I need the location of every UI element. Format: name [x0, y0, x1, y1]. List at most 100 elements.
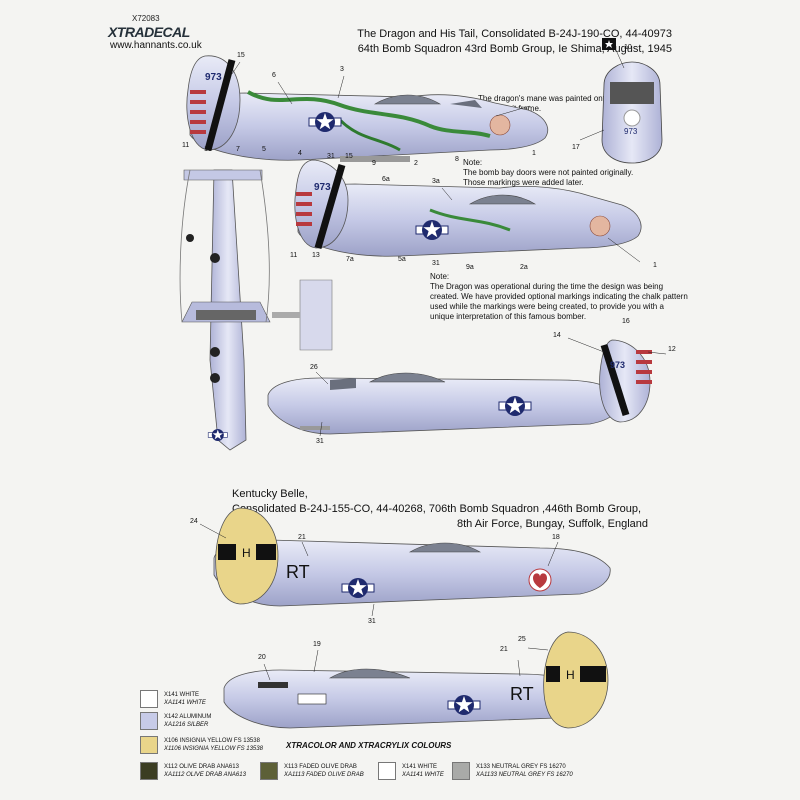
dragon-side-view: 973	[186, 55, 549, 162]
bomb-bay-note-text: The bomb bay doors were not painted orig…	[463, 168, 634, 187]
bomb-bay-note: Note: The bomb bay doors were not painte…	[463, 158, 653, 188]
callout-a1-7: 15	[345, 153, 353, 160]
callout-a1-11: 1	[532, 150, 536, 157]
legend-swatch	[140, 736, 158, 754]
dragon-title-line2: 64th Bomb Squadron 43rd Bomb Group, Ie S…	[357, 43, 672, 55]
legend-code: X106 INSIGNIA YELLOW FS 13538	[164, 738, 260, 744]
callout-a1-0: 15	[237, 52, 245, 59]
callout-front-0: 10	[624, 44, 632, 51]
nose-art-name	[297, 693, 327, 705]
legend-title: XTRACOLOR AND XTRACRYLIX COLOURS	[286, 741, 452, 750]
tail-number-3: 973	[610, 360, 625, 370]
legend-item-white-2: X141 WHITE XA1141 WHITE	[378, 762, 444, 780]
kentucky-side-view-1: H RT	[213, 507, 611, 607]
legend-code: X142 ALUMINUM	[164, 714, 212, 720]
kentucky-title-line1: Kentucky Belle,	[232, 488, 308, 500]
callout-lines	[199, 49, 667, 681]
product-code: X72083	[132, 14, 160, 23]
callout-a3-3: 26	[310, 364, 318, 371]
callout-k1-3: 31	[368, 618, 376, 625]
callout-a1-2: 3	[340, 66, 344, 73]
legend-swatch	[452, 762, 470, 780]
legend-code-alt: XA1112 OLIVE DRAB ANA613	[164, 772, 246, 778]
chalk-note-text: The Dragon was operational during the ti…	[430, 282, 688, 321]
callout-a1-4: 4	[298, 150, 302, 157]
tail-number-2: 973	[314, 182, 331, 193]
top-view	[179, 169, 333, 451]
callout-k2-0: 19	[313, 641, 321, 648]
callout-k1-2: 18	[552, 534, 560, 541]
callout-a3-1: 16	[622, 318, 630, 325]
top-view-tailplane	[299, 279, 333, 351]
callout-k2-3: 25	[518, 636, 526, 643]
dragon-title: The Dragon and His Tail, Consolidated B-…	[232, 27, 672, 57]
chalk-note-label: Note:	[430, 272, 450, 281]
legend-code-alt: XA1133 NEUTRAL GREY FS 16270	[476, 772, 573, 778]
callout-a3-2: 12	[668, 346, 676, 353]
fuselage-code-1: RT	[286, 562, 310, 582]
callout-a1-8: 9	[372, 160, 376, 167]
legend-code-alt: XA1216 SILBER	[164, 722, 209, 728]
callout-k1-1: 21	[298, 534, 306, 541]
callout-front-1: 17	[572, 144, 580, 151]
website-url[interactable]: www.hannants.co.uk	[110, 40, 202, 51]
kentucky-title-line2: Consolidated B-24J-155-CO, 44-40268, 706…	[232, 503, 642, 515]
tail-letter-2: H	[566, 668, 575, 682]
callout-a2-2: 11	[290, 252, 298, 259]
dragon-title-line1: The Dragon and His Tail, Consolidated B-…	[357, 28, 672, 40]
legend-code-alt: X1106 INSIGNIA YELLOW FS 13538	[164, 746, 263, 752]
callout-a1-5: 5	[262, 146, 266, 153]
legend-swatch	[140, 712, 158, 730]
callout-a1-12: 11	[182, 142, 190, 149]
callout-k1-0: 24	[190, 518, 198, 525]
brand-logo: XTRADECAL	[108, 24, 190, 40]
legend-code: X141 WHITE	[402, 764, 438, 770]
callout-a1-10: 8	[455, 156, 459, 163]
top-view-wing	[183, 169, 263, 181]
legend-code: X141 WHITE	[164, 692, 200, 698]
bomb-bay-note-label: Note:	[463, 158, 483, 167]
legend-item-faded-olive-drab: X113 FADED OLIVE DRAB XA1113 FADED OLIVE …	[260, 762, 364, 780]
callout-k2-2: 21	[500, 646, 508, 653]
front-tail-number: 973	[624, 127, 638, 136]
kentucky-title: Kentucky Belle, Consolidated B-24J-155-C…	[232, 487, 662, 532]
callout-a2-1: 3a	[432, 178, 440, 185]
legend-code-alt: XA1113 FADED OLIVE DRAB	[284, 772, 364, 778]
dragon-front-view: 973	[601, 38, 663, 164]
callout-a1-13: 13	[204, 146, 212, 153]
legend-swatch	[140, 690, 158, 708]
tail-number-1: 973	[205, 72, 222, 83]
legend-code: X113 FADED OLIVE DRAB	[284, 764, 357, 770]
nose-figure-art	[489, 114, 511, 136]
tail-diagonal-band	[204, 59, 236, 151]
callout-a1-1: 6	[272, 72, 276, 79]
callout-a2-9: 1	[653, 262, 657, 269]
legend-swatch	[140, 762, 158, 780]
legend-item-aluminum: X142 ALUMINUM XA1216 SILBER	[140, 712, 211, 730]
dragon-chalk-side-view: 973	[294, 159, 642, 257]
chalk-note: Note: The Dragon was operational during …	[430, 272, 690, 322]
callout-a2-3: 13	[312, 252, 320, 259]
dragon-body-art	[247, 90, 491, 138]
legend-code: X133 NEUTRAL GREY FS 16270	[476, 764, 566, 770]
tail-stripes	[190, 90, 206, 134]
dragon-other-side-view: 973	[267, 339, 652, 435]
tail-letter-1: H	[242, 546, 251, 560]
callout-a2-8: 2a	[520, 264, 528, 271]
callout-a2-0: 6a	[382, 176, 390, 183]
callout-a1-9: 2	[414, 160, 418, 167]
callout-a3-4: 31	[316, 438, 324, 445]
callout-a3-0: 14	[553, 332, 561, 339]
callout-a1-6: 31	[327, 153, 335, 160]
legend-swatch	[260, 762, 278, 780]
callout-a2-6: 31	[432, 260, 440, 267]
callout-a2-7: 9a	[466, 264, 474, 271]
fuselage-code-2: RT	[510, 684, 534, 704]
legend-code-alt: XA1141 WHITE	[402, 772, 444, 778]
kentucky-side-view-2: RT H	[223, 631, 609, 729]
